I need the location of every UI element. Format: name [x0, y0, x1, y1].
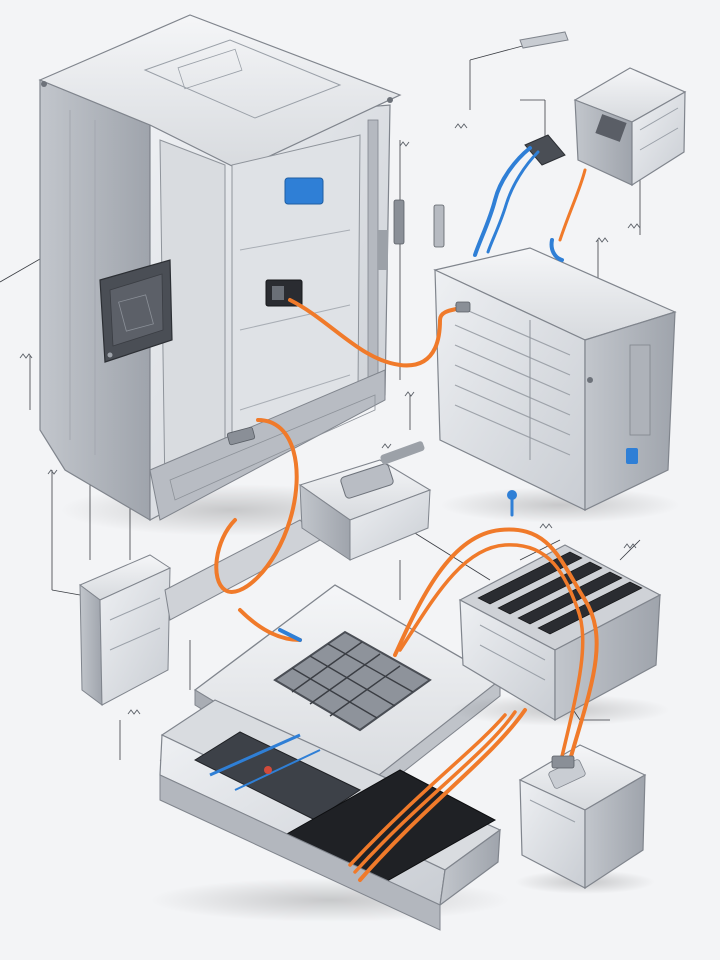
power-converter-unit [433, 247, 680, 523]
hv-cable-harness [214, 168, 599, 882]
central-coupling [298, 441, 432, 561]
fuse-pins [393, 199, 445, 248]
connector-hub [519, 31, 569, 166]
battery-module [450, 544, 670, 726]
coolant-line [278, 146, 564, 642]
junction-box [515, 744, 655, 894]
cabinet-enclosure [38, 14, 402, 536]
contactor-module [573, 67, 687, 187]
control-module [99, 259, 173, 363]
cable-lugs [226, 301, 575, 769]
